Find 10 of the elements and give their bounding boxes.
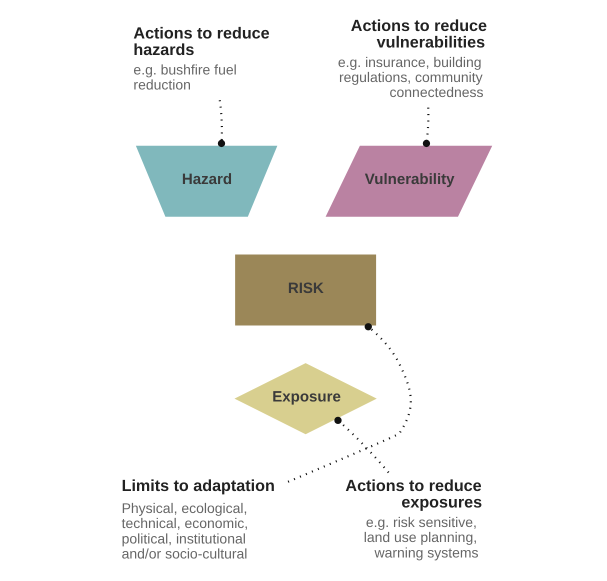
node-text: Actions to reduce hazards e.g. bushfire fuel reduction: [132, 24, 270, 93]
node-text: Actions to reduce vulnerabilities e.g. insurance, building regulations, community connectedness: [337, 17, 487, 100]
node-diamond: Exposure: [234, 363, 376, 434]
node-text: Limits to adaptation Physical, ecological, technical, economic, political, institutional and/or socio-cultural: [121, 477, 274, 562]
node-box: RISK: [234, 254, 376, 326]
connector: [217, 100, 225, 148]
node-text: Actions to reduce exposures e.g. risk sensitive, land use planning, warning systems: [344, 477, 482, 560]
connector: [334, 416, 389, 474]
connector: [422, 108, 430, 148]
connector: [287, 323, 412, 483]
